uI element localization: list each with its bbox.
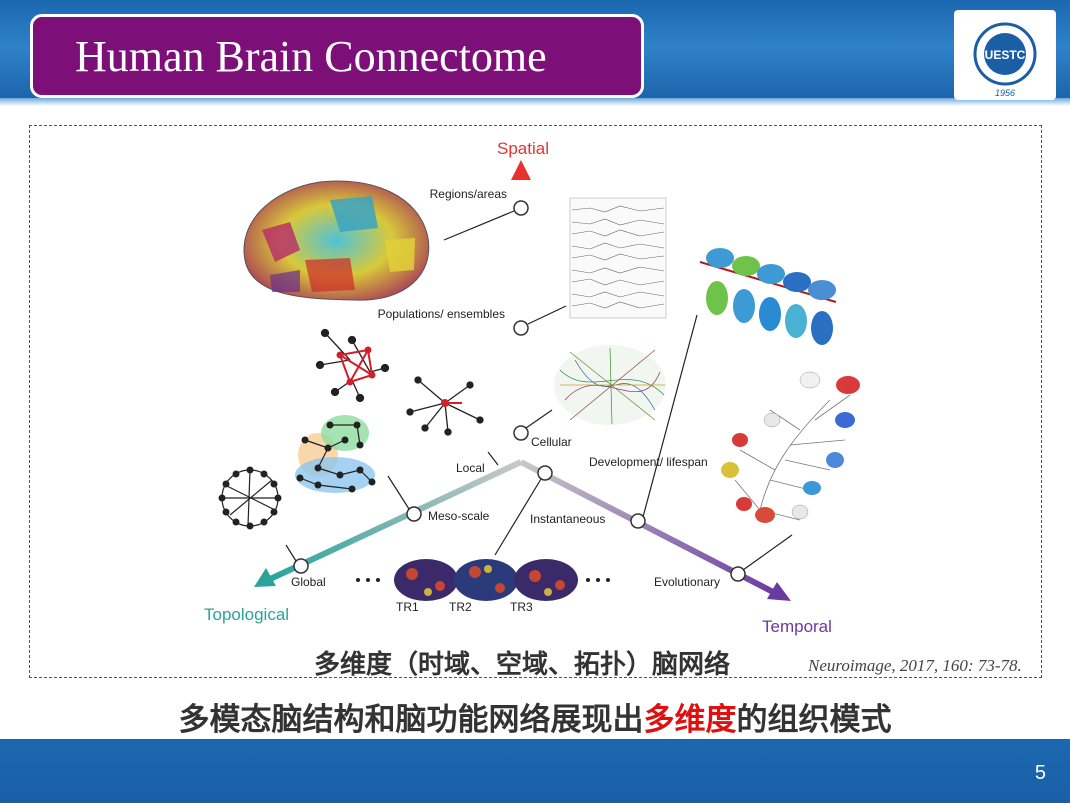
development-brains-image bbox=[699, 248, 837, 345]
dynamic-brain-row: TR1 TR2 TR3 bbox=[356, 559, 610, 614]
spatial-arrowhead bbox=[511, 160, 531, 180]
spatial-axis-label: Spatial bbox=[497, 139, 549, 158]
label-regions: Regions/areas bbox=[430, 187, 507, 201]
tr3-label: TR3 bbox=[510, 600, 533, 614]
main-caption: 多模态脑结构和脑功能网络展现出多维度的组织模式 bbox=[0, 694, 1070, 739]
label-cellular: Cellular bbox=[531, 435, 572, 449]
header-shine bbox=[0, 98, 1070, 106]
label-populations: Populations/ ensembles bbox=[378, 307, 505, 321]
logo-year: 1956 bbox=[995, 88, 1015, 98]
main-caption-before: 多模态脑结构和脑功能网络展现出 bbox=[178, 702, 644, 737]
evolutionary-tree-image bbox=[721, 371, 860, 523]
figure-caption: 多维度（时域、空域、拓扑）脑网络 bbox=[314, 649, 731, 679]
node-evolutionary bbox=[730, 566, 746, 582]
topological-axis bbox=[266, 459, 523, 583]
hub-network-glyph bbox=[315, 328, 390, 403]
connectome-diagram: Spatial Topological Temporal Regions/are… bbox=[204, 139, 860, 636]
main-caption-highlight: 多维度 bbox=[643, 702, 737, 737]
temporal-axis-label: Temporal bbox=[762, 617, 832, 636]
node-development bbox=[630, 513, 646, 529]
slide-title: Human Brain Connectome bbox=[75, 31, 547, 81]
global-ring-network-glyph bbox=[218, 466, 282, 530]
node-meso bbox=[406, 506, 422, 522]
node-instantaneous bbox=[537, 465, 553, 481]
cortical-parcellation-image bbox=[243, 180, 430, 301]
title-box: Human Brain Connectome bbox=[30, 14, 644, 98]
university-logo: UESTC 1956 bbox=[954, 10, 1056, 100]
main-caption-after: 的组织模式 bbox=[736, 702, 892, 737]
footer-bar bbox=[0, 739, 1070, 803]
logo-text: UESTC bbox=[985, 48, 1026, 62]
node-regions bbox=[513, 200, 529, 216]
tr1-label: TR1 bbox=[396, 600, 419, 614]
temporal-arrowhead bbox=[767, 582, 791, 601]
label-development: Development/ lifespan bbox=[589, 455, 708, 469]
label-evolutionary: Evolutionary bbox=[654, 575, 720, 589]
node-cellular bbox=[513, 425, 529, 441]
neural-traces-image bbox=[569, 197, 667, 319]
label-global: Global bbox=[291, 575, 326, 589]
cellular-network-image bbox=[554, 345, 666, 425]
topological-axis-label: Topological bbox=[204, 605, 289, 624]
label-local: Local bbox=[456, 461, 485, 475]
label-instantaneous: Instantaneous bbox=[530, 512, 605, 526]
node-global bbox=[293, 558, 309, 574]
reference-citation: Neuroimage, 2017, 160: 73-78. bbox=[808, 656, 1022, 675]
modular-network-glyph bbox=[295, 415, 376, 493]
tr2-label: TR2 bbox=[449, 600, 472, 614]
local-network-glyph bbox=[406, 376, 484, 436]
figure-frame bbox=[29, 125, 1042, 678]
label-meso: Meso-scale bbox=[428, 509, 490, 523]
page-number: 5 bbox=[1034, 762, 1046, 784]
leader-lines bbox=[285, 210, 793, 571]
node-populations bbox=[513, 320, 529, 336]
topological-arrowhead bbox=[254, 568, 276, 587]
